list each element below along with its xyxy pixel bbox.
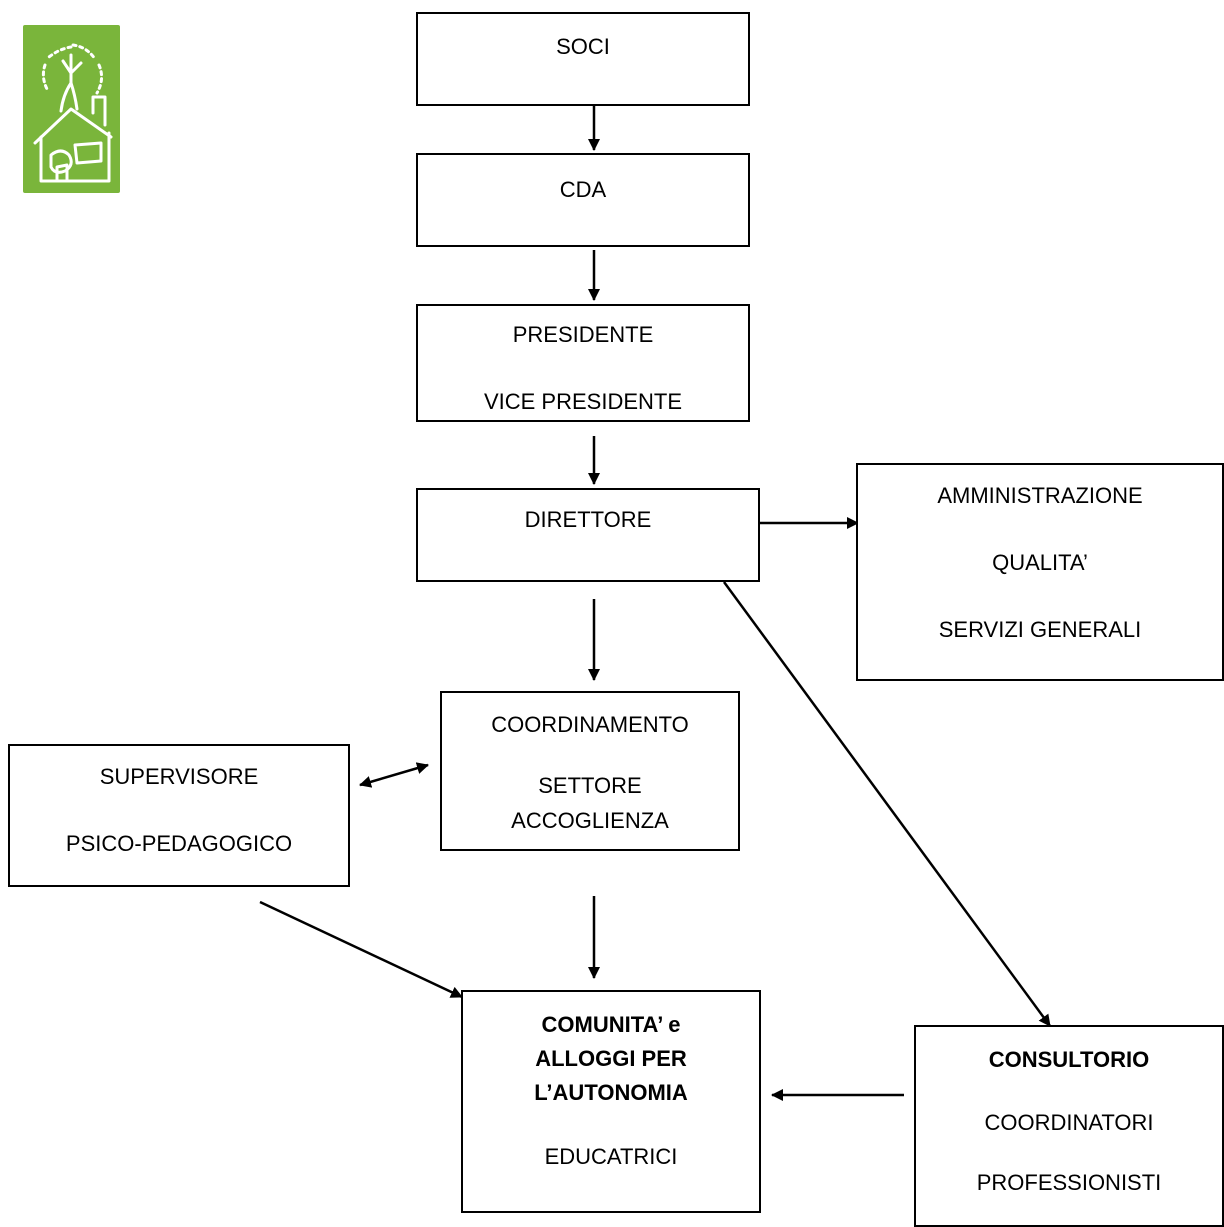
box-comunita-line4: EDUCATRICI	[544, 1144, 678, 1169]
box-supervisore-line2: PSICO-PEDAGOGICO	[65, 831, 293, 856]
box-cda: CDA	[416, 153, 750, 247]
box-consultorio-line2: COORDINATORI	[984, 1110, 1154, 1135]
box-comunita-line3: L’AUTONOMIA	[534, 1080, 688, 1105]
house-tree-logo-icon	[33, 43, 113, 183]
arrow-supervisore-comunita	[259, 900, 463, 999]
box-consultorio-line3: PROFESSIONISTI	[976, 1170, 1162, 1195]
box-coordinamento-line3: ACCOGLIENZA	[511, 808, 669, 833]
box-soci: SOCI	[416, 12, 750, 106]
arrow-supervisore-coordinamento	[359, 762, 429, 788]
box-consultorio-line1: CONSULTORIO	[988, 1047, 1150, 1072]
box-comunita-line1: COMUNITA’ e	[541, 1012, 681, 1037]
box-direttore: DIRETTORE	[416, 488, 760, 582]
box-coordinamento-line1: COORDINAMENTO	[491, 712, 689, 737]
box-supervisore: SUPERVISORE PSICO-PEDAGOGICO	[8, 744, 350, 887]
organization-logo	[23, 25, 120, 193]
box-amministrazione-line1: AMMINISTRAZIONE	[937, 483, 1143, 508]
box-coordinamento: COORDINAMENTO SETTORE ACCOGLIENZA	[440, 691, 740, 851]
box-comunita-line2: ALLOGGI PER	[535, 1046, 687, 1071]
box-amministrazione: AMMINISTRAZIONE QUALITA’ SERVIZI GENERAL…	[856, 463, 1224, 681]
box-presidente: PRESIDENTE VICE PRESIDENTE	[416, 304, 750, 422]
box-amministrazione-line2: QUALITA’	[992, 550, 1088, 575]
box-comunita: COMUNITA’ e ALLOGGI PER L’AUTONOMIA EDUC…	[461, 990, 761, 1213]
box-consultorio: CONSULTORIO COORDINATORI PROFESSIONISTI	[914, 1025, 1224, 1227]
box-amministrazione-line3: SERVIZI GENERALI	[938, 617, 1142, 642]
box-presidente-line2: VICE PRESIDENTE	[483, 389, 683, 414]
box-cda-label: CDA	[559, 177, 607, 202]
arrow-direttore-consultorio	[722, 581, 1052, 1027]
box-direttore-label: DIRETTORE	[524, 507, 652, 532]
box-coordinamento-line2: SETTORE	[538, 773, 642, 798]
box-soci-label: SOCI	[556, 34, 610, 59]
box-supervisore-line1: SUPERVISORE	[99, 764, 259, 789]
box-presidente-line1: PRESIDENTE	[512, 322, 654, 347]
